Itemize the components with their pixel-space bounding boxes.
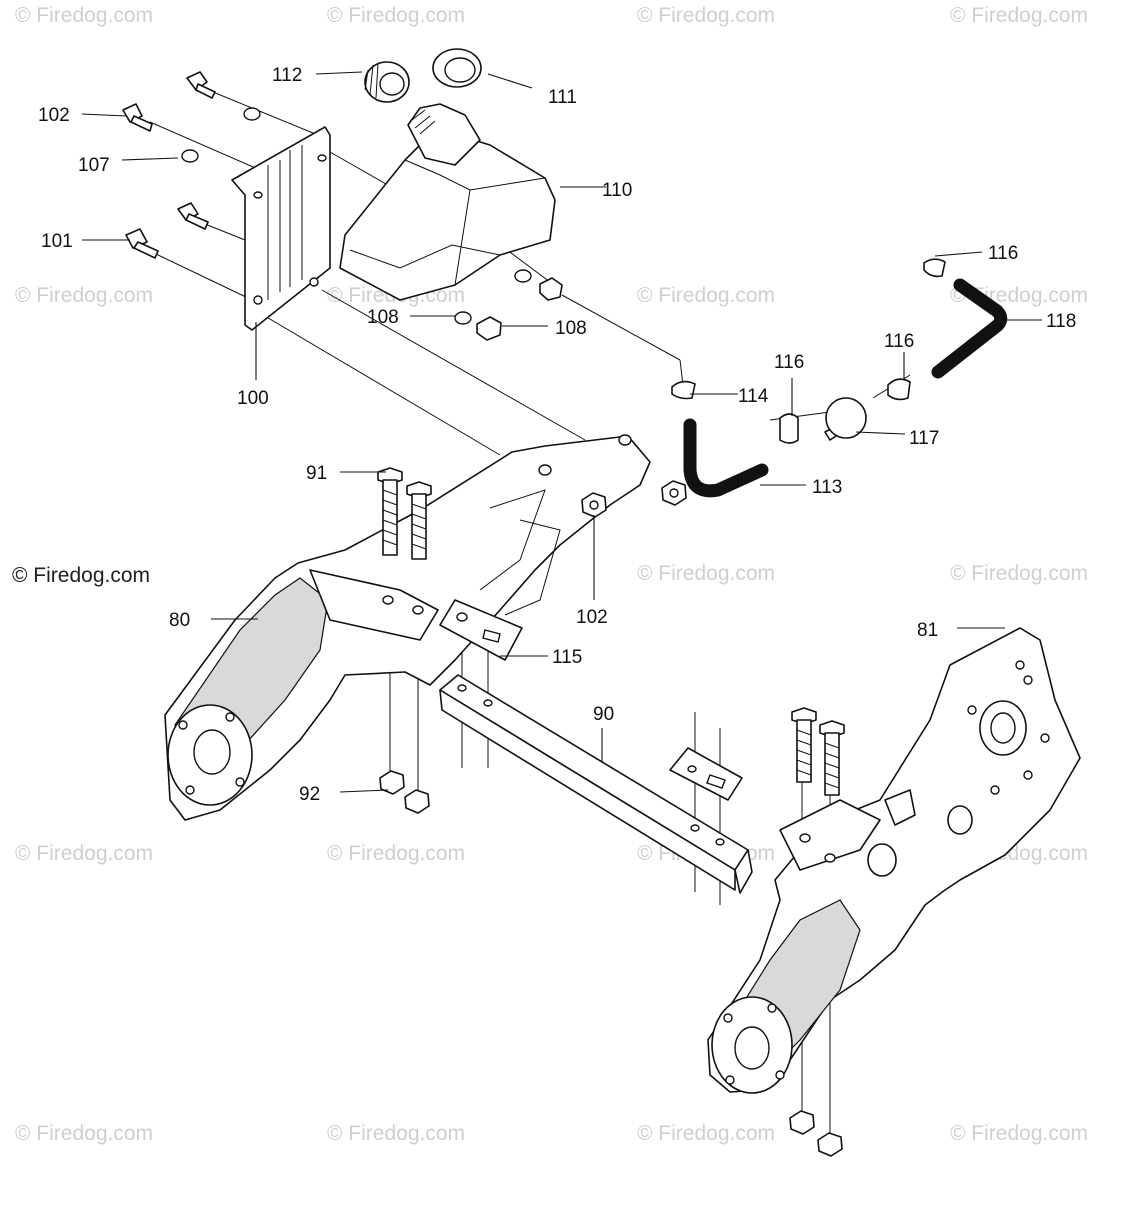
- callout-116-left: 116: [774, 352, 804, 373]
- watermark-text: © Firedog.com: [15, 4, 153, 27]
- callout-100: 100: [237, 388, 269, 409]
- watermark-text: © Firedog.com: [950, 562, 1088, 585]
- right-frame-bolts: [789, 707, 845, 1157]
- part-111-strainer-ring: [432, 48, 482, 88]
- callout-90: 90: [593, 704, 614, 725]
- part-100-bracket: [231, 126, 331, 331]
- callout-118: 118: [1046, 311, 1076, 332]
- callout-107: 102: [38, 105, 70, 126]
- callout-101: 101: [41, 231, 73, 252]
- callout-80: 80: [169, 610, 190, 631]
- part-115-plate: [439, 599, 523, 661]
- watermark-text: © Firedog.com: [637, 562, 775, 585]
- watermark-text: © Firedog.com: [637, 1122, 775, 1145]
- callout-115: 115: [552, 647, 582, 668]
- callout-92: 92: [299, 784, 320, 805]
- watermark-text: © Firedog.com: [15, 842, 153, 865]
- callout-81: 81: [917, 620, 938, 641]
- part-80-left-frame: [164, 434, 651, 821]
- watermark-text: © Firedog.com: [327, 842, 465, 865]
- channel-plate: [669, 747, 743, 801]
- watermark-text: © Firedog.com: [637, 284, 775, 307]
- callout-116-right: 116: [884, 331, 914, 352]
- watermark-main: © Firedog.com: [12, 564, 150, 587]
- callout-112: 112: [272, 65, 302, 86]
- watermark-grid: © Firedog.com © Firedog.com © Firedog.co…: [15, 4, 1088, 1145]
- watermark-text: © Firedog.com: [637, 4, 775, 27]
- nuts-tank: [454, 269, 563, 341]
- callout-113: 113: [812, 477, 842, 498]
- callout-110: 110: [602, 180, 632, 201]
- watermark-text: © Firedog.com: [327, 1122, 465, 1145]
- watermark-text: © Firedog.com: [950, 1122, 1088, 1145]
- part-81-right-frame: [707, 627, 1081, 1094]
- callout-91: 91: [306, 463, 327, 484]
- callout-111: 111: [548, 87, 577, 108]
- part-112-fuel-cap: [364, 61, 410, 103]
- callout-108-bottom: 108: [367, 307, 399, 328]
- callout-114: 114: [738, 386, 769, 407]
- callout-102: 102: [576, 607, 608, 628]
- callout-labels: 112 111 102 107 110 101 116 108 108 118 …: [38, 65, 1076, 805]
- callout-117: 117: [909, 428, 939, 449]
- fuel-line-assembly: [671, 258, 1008, 498]
- callout-109: 108: [555, 318, 587, 339]
- callout-116-top: 116: [988, 243, 1018, 264]
- watermark-text: © Firedog.com: [327, 4, 465, 27]
- part-90-channel: [439, 674, 753, 894]
- part-102-nuts: [581, 480, 687, 518]
- watermark-text: © Firedog.com: [15, 284, 153, 307]
- part-91-bolts: [377, 467, 432, 560]
- watermark-text: © Firedog.com: [15, 1122, 153, 1145]
- leader-lines: [81, 71, 1042, 793]
- screws-left: [122, 71, 261, 259]
- part-92-nuts: [379, 770, 430, 814]
- callout-108-top: 107: [78, 155, 110, 176]
- watermark-text: © Firedog.com: [950, 4, 1088, 27]
- part-110-fuel-tank: [339, 103, 556, 301]
